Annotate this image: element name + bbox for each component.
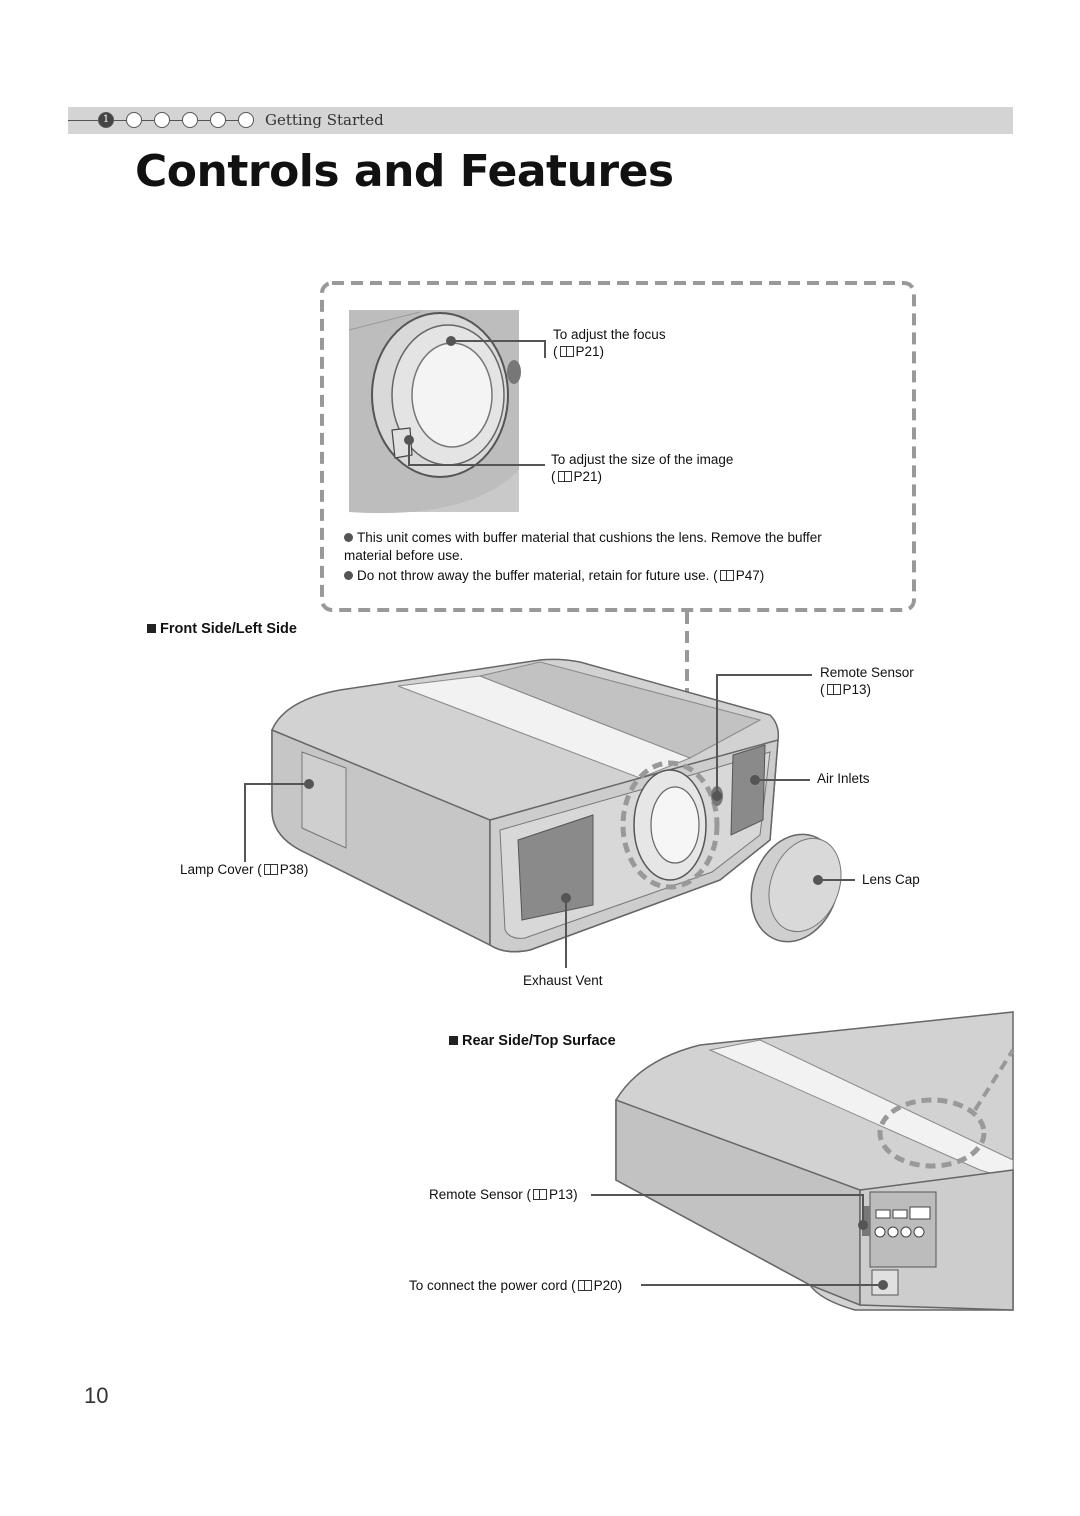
page-number: 10: [84, 1383, 109, 1408]
book-icon: [559, 346, 574, 357]
rear-section-heading: Rear Side/Top Surface: [449, 1033, 616, 1049]
front-section-heading: Front Side/Left Side: [147, 621, 297, 637]
book-icon: [263, 864, 278, 875]
book-icon: [577, 1280, 592, 1291]
square-bullet-icon: [147, 624, 156, 633]
book-icon: [557, 471, 572, 482]
projector-rear-view: [615, 1011, 1015, 1311]
rear-remote-sensor-label: Remote Sensor (P13): [429, 1187, 578, 1202]
lens-closeup-image: [348, 310, 521, 514]
lens-cap-label: Lens Cap: [862, 872, 920, 887]
projector-front-view: [271, 658, 842, 953]
callout-dashed-frame: [320, 281, 916, 612]
step-connector: [198, 120, 210, 121]
page-title: Controls and Features: [135, 146, 674, 197]
chapter-step-5: [210, 112, 226, 128]
bullet-icon: [344, 533, 353, 542]
chapter-step-3: [154, 112, 170, 128]
rear-sensor-dashed-highlight: [877, 1097, 987, 1169]
section-label: Getting Started: [265, 111, 384, 129]
step-connector: [170, 120, 182, 121]
chapter-step-4: [182, 112, 198, 128]
remote-sensor-label: Remote Sensor: [820, 665, 914, 680]
chapter-step-2: [126, 112, 142, 128]
book-icon: [826, 684, 841, 695]
size-ref: (P21): [551, 469, 603, 484]
step-connector: [226, 120, 238, 121]
focus-ref: (P21): [553, 344, 605, 359]
header-rule: [68, 120, 98, 121]
focus-label: To adjust the focus: [553, 327, 666, 342]
book-icon: [719, 570, 734, 581]
step-connector: [142, 120, 154, 121]
note-buffer-material: This unit comes with buffer material tha…: [344, 530, 822, 563]
book-icon: [533, 1189, 548, 1200]
remote-sensor-ref: (P13): [820, 682, 872, 697]
chapter-step-6: [238, 112, 254, 128]
exhaust-vent-label: Exhaust Vent: [523, 973, 603, 988]
air-inlets-label: Air Inlets: [817, 771, 870, 786]
lamp-cover-label: Lamp Cover (P38): [180, 862, 309, 877]
lens-dashed-highlight: [620, 760, 720, 890]
note-retain-buffer: Do not throw away the buffer material, r…: [344, 567, 884, 585]
square-bullet-icon: [449, 1036, 458, 1045]
power-cord-label: To connect the power cord (P20): [409, 1278, 623, 1293]
step-connector: [114, 120, 126, 121]
chapter-step-1: 1: [98, 112, 114, 128]
size-label: To adjust the size of the image: [551, 452, 734, 467]
bullet-icon: [344, 571, 353, 580]
